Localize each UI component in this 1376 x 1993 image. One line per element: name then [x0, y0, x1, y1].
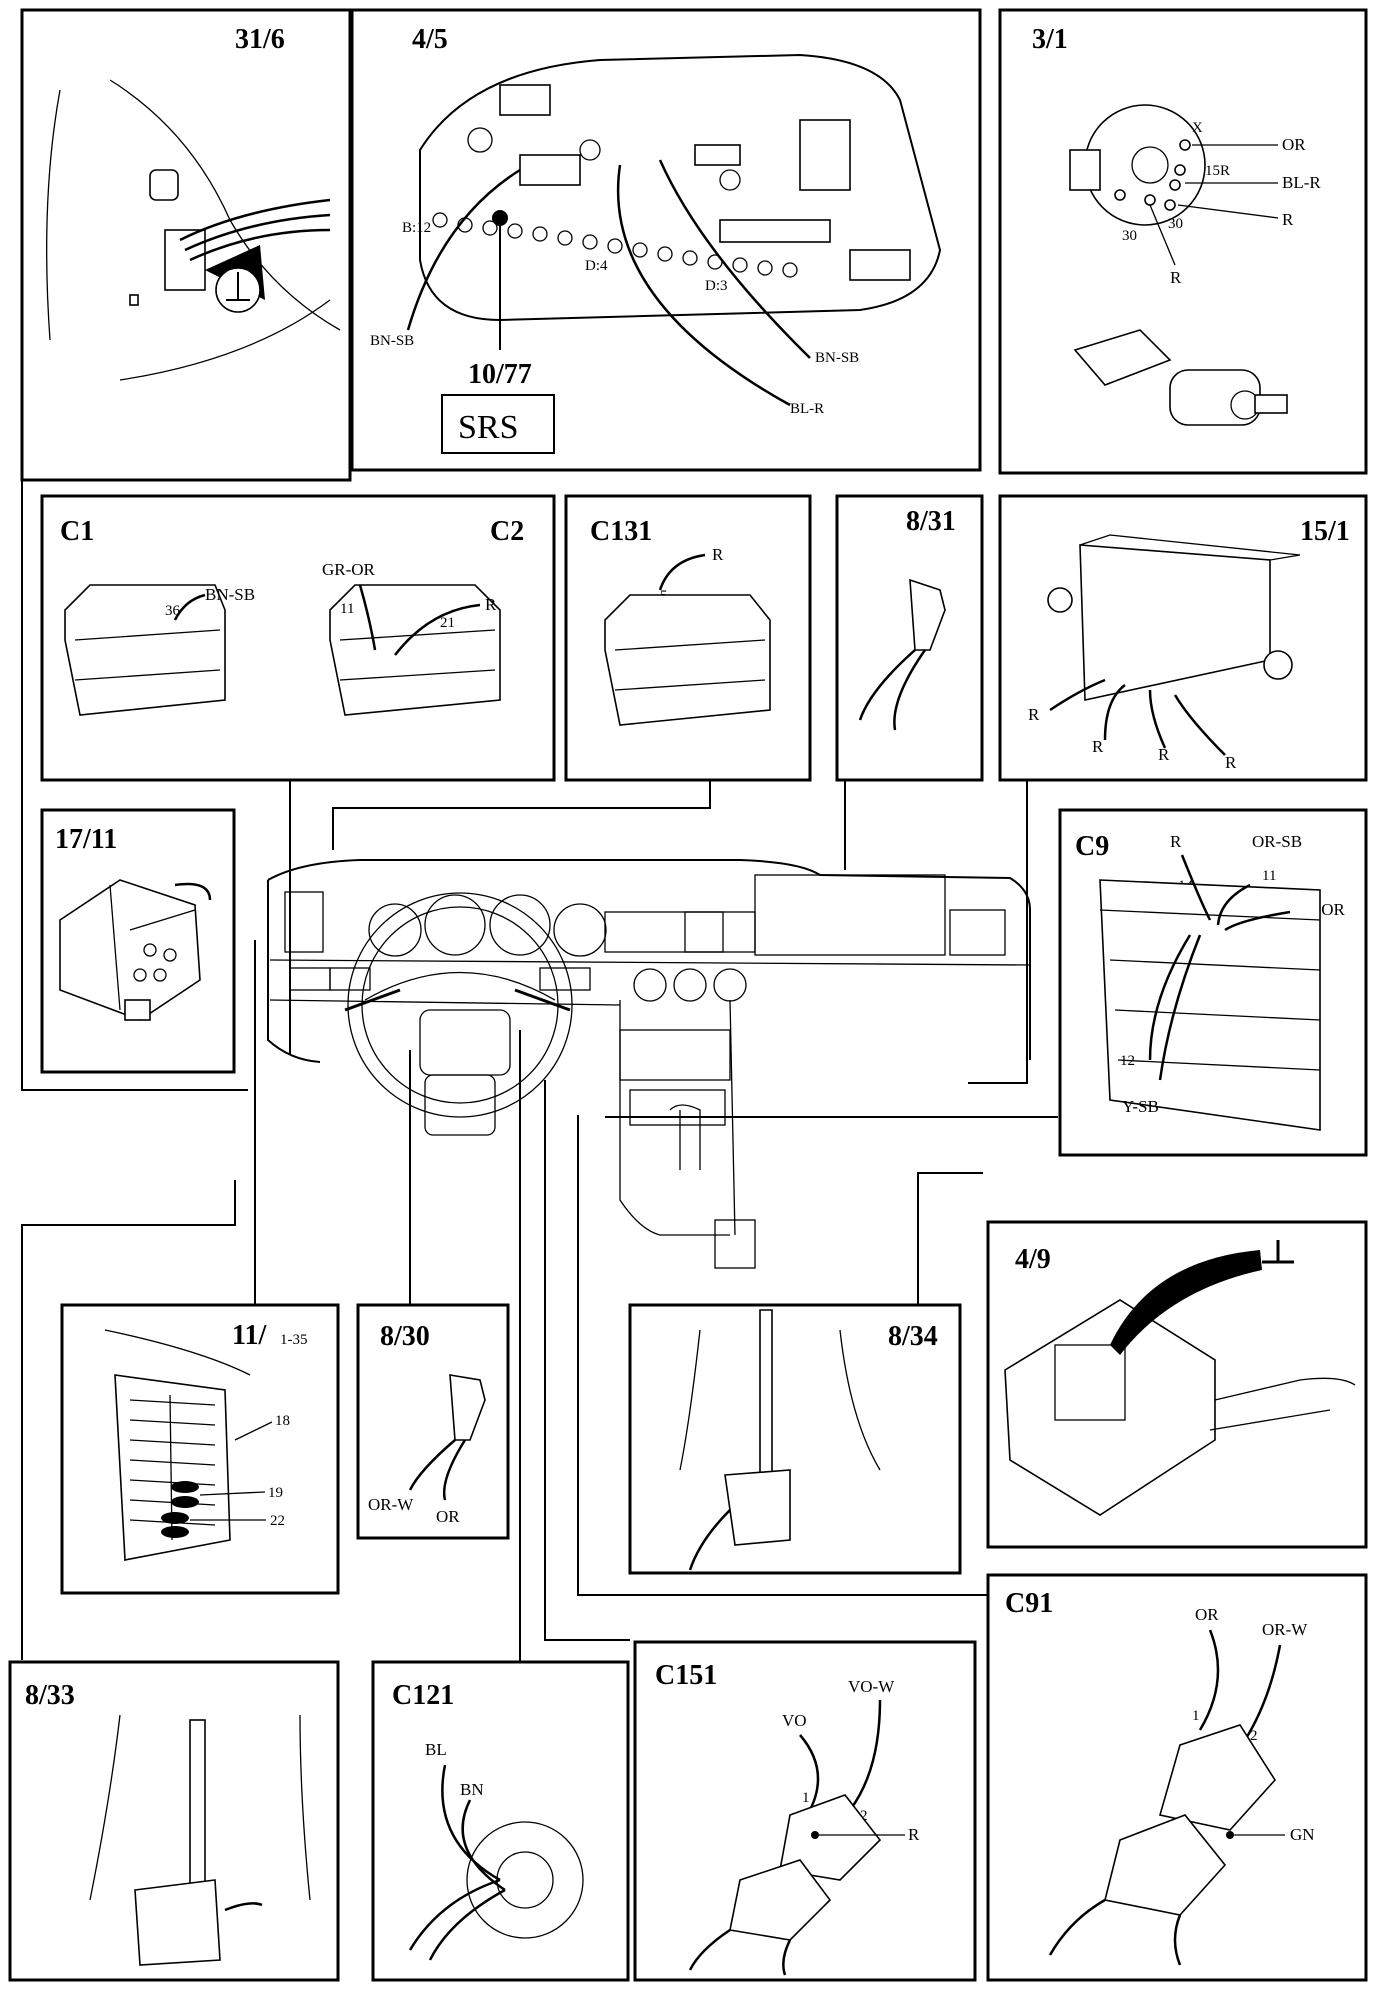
label-19: 19: [268, 1485, 283, 1501]
label-21: 21: [440, 615, 455, 631]
panel-c9: C9 R OR-SB 14 11 GR-OR 13 12 Y-SB: [1058, 808, 1368, 1157]
panel-31-6: 31/6: [20, 8, 352, 482]
label-r2: R: [1092, 737, 1104, 756]
panel-8-33: 8/33: [8, 1660, 340, 1982]
label-bn-sb-right: BN-SB: [815, 350, 859, 366]
label-15r: 15R: [1205, 163, 1230, 179]
panel-11-fusebox: 11/ 1-35 18 19 22: [60, 1303, 340, 1595]
panel-title: 17/11: [55, 824, 117, 855]
label-gr-or: GR-OR: [322, 560, 376, 579]
panel-title: 8/31: [906, 506, 956, 537]
label-r3: R: [1158, 745, 1170, 764]
label-r-bottom: R: [1170, 268, 1182, 287]
label-or-w: OR-W: [368, 1495, 414, 1514]
panel-title: 8/34: [888, 1321, 938, 1352]
label-bl-r: BL-R: [1282, 173, 1321, 192]
label-or: OR: [1195, 1605, 1219, 1624]
label-vo-w: VO-W: [848, 1677, 895, 1696]
label-12: 12: [1120, 1053, 1135, 1069]
label-r4: R: [1225, 753, 1237, 772]
label-d4: D:4: [585, 258, 608, 274]
label-30b: 30: [1122, 228, 1137, 244]
label-18: 18: [275, 1413, 290, 1429]
panel-c91: C91 OR OR-W 1 2 GN: [986, 1573, 1368, 1982]
panel-title: 3/1: [1032, 24, 1068, 55]
panel-title: 31/6: [235, 24, 285, 55]
panel-title: C91: [1005, 1588, 1053, 1619]
label-bl: BL: [425, 1740, 447, 1759]
label-r1: R: [1028, 705, 1040, 724]
label-or: OR: [436, 1507, 460, 1526]
label-r: R: [712, 545, 724, 564]
label-bl-r: BL-R: [790, 401, 824, 417]
panel-title: 15/1: [1300, 516, 1350, 547]
panel-c151: C151 VO VO-W 1 2 R: [633, 1640, 977, 1982]
label-11: 11: [340, 601, 354, 617]
label-2: 2: [860, 1808, 868, 1824]
label-bn-sb-left: BN-SB: [370, 333, 414, 349]
label-r: R: [1170, 832, 1182, 851]
panel-title-2: C2: [490, 516, 524, 547]
panel-8-31: 8/31: [835, 494, 984, 782]
label-d3: D:3: [705, 278, 728, 294]
label-2: 2: [1250, 1728, 1258, 1744]
label-srs: SRS: [458, 409, 519, 446]
label-or-w: OR-W: [1262, 1620, 1308, 1639]
panel-title: C121: [392, 1680, 454, 1711]
label-10-77: 10/77: [468, 359, 532, 390]
label-r: R: [908, 1825, 920, 1844]
label-11: 11: [1262, 868, 1276, 884]
panel-8-34: 8/34: [628, 1303, 962, 1575]
label-x: X: [1192, 120, 1203, 136]
label-or: OR: [1282, 135, 1306, 154]
label-22: 22: [270, 1513, 285, 1529]
label-1: 1: [802, 1790, 810, 1806]
panel-c131: C131 R 5: [564, 494, 812, 782]
panel-4-9: 4/9: [986, 1220, 1368, 1549]
panel-3-1: 3/1 X OR 15R BL-R 30 R 30 R: [998, 8, 1368, 475]
label-y-sb: Y-SB: [1122, 1097, 1159, 1116]
panel-17-11: 17/11: [40, 808, 236, 1074]
label-vo: VO: [782, 1711, 807, 1730]
panel-title: C1: [60, 516, 94, 547]
panel-title: C151: [655, 1660, 717, 1691]
label-30a: 30: [1168, 216, 1183, 232]
label-r: R: [485, 595, 497, 614]
label-bn-sb: BN-SB: [205, 585, 255, 604]
panel-title: 4/9: [1015, 1244, 1051, 1275]
panel-title: 11/: [232, 1320, 267, 1351]
label-r-right: R: [1282, 210, 1294, 229]
panel-title: 8/30: [380, 1321, 430, 1352]
label-or-sb: OR-SB: [1252, 832, 1302, 851]
panel-15-1: 15/1 R R R R: [998, 494, 1368, 782]
panel-title: C9: [1075, 831, 1109, 862]
label-bn: BN: [460, 1780, 484, 1799]
panel-title-suffix: 1-35: [280, 1332, 308, 1348]
panel-4-5: 4/5 B:12 D:4 D:3 BN-SB BN-SB BL-R 10/77 …: [350, 8, 982, 472]
panel-8-30: 8/30 OR-W OR: [356, 1303, 510, 1540]
panel-title: 4/5: [412, 24, 448, 55]
label-1: 1: [1192, 1708, 1200, 1724]
panel-title: C131: [590, 516, 652, 547]
panel-title: 8/33: [25, 1680, 75, 1711]
label-gn: GN: [1290, 1825, 1315, 1844]
panel-c121: C121 BL BN: [371, 1660, 630, 1982]
panel-c1-c2: C1 C2 36 BN-SB GR-OR 11 21 R: [40, 494, 556, 782]
dashboard-illustration: [267, 859, 1031, 1269]
label-b12: B:12: [402, 220, 431, 236]
